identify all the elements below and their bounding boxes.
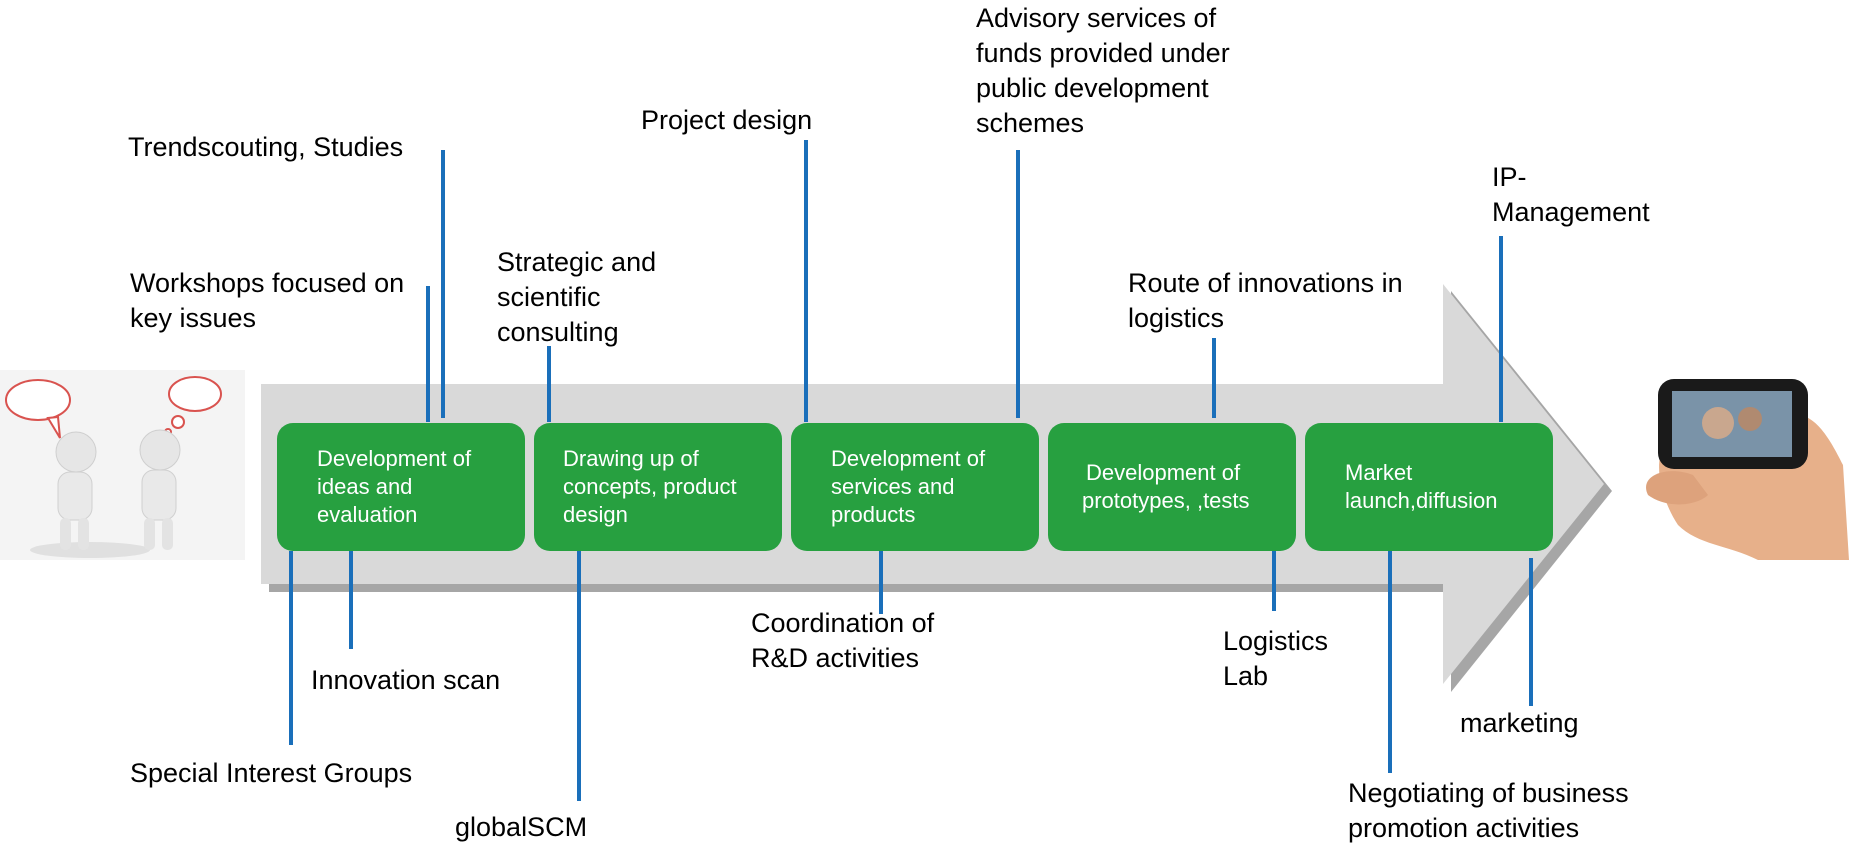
label-line: schemes (976, 108, 1085, 138)
label-logistics-lab: Logistics Lab (1223, 624, 1328, 694)
connector-trendscouting (441, 150, 445, 418)
stage-services-products: Development of services and products (791, 423, 1039, 551)
label-line: Special Interest Groups (130, 758, 413, 788)
label-line: Lab (1223, 661, 1269, 691)
label-ip-management: IP- Management (1492, 160, 1650, 230)
label-advisory: Advisory services of funds provided unde… (976, 1, 1230, 141)
stage-text-line: concepts, product (563, 474, 737, 499)
stage-text-line: services and (831, 474, 955, 499)
label-line: Trendscouting, Studies (128, 132, 404, 162)
label-line: Negotiating of business (1348, 778, 1629, 808)
label-strategic: Strategic and scientific consulting (497, 245, 656, 350)
label-line: promotion activities (1348, 813, 1580, 843)
label-route: Route of innovations in logistics (1128, 266, 1403, 336)
connector-advisory (1016, 150, 1020, 418)
connector-project-design (804, 140, 808, 422)
stage-text-line: ideas and (317, 474, 413, 499)
label-trendscouting: Trendscouting, Studies (128, 130, 403, 165)
people-talking-icon (0, 370, 245, 560)
label-line: consulting (497, 317, 619, 347)
stage-text-line: evaluation (317, 502, 418, 527)
connector-ip (1499, 236, 1503, 422)
label-line: Logistics (1223, 626, 1329, 656)
stage-text-line: design (563, 502, 628, 527)
hand-holding-phone-icon (1646, 379, 1849, 560)
connector-marketing (1529, 558, 1533, 706)
stage-text-line: Development of (1086, 460, 1241, 485)
label-coordination: Coordination of R&D activities (751, 606, 934, 676)
stage-ideas-evaluation: Development of ideas and evaluation (277, 423, 525, 551)
label-negotiating: Negotiating of business promotion activi… (1348, 776, 1629, 846)
stage-market-launch: Market launch,diffusion (1305, 423, 1553, 551)
label-line: Management (1492, 197, 1650, 227)
label-line: Innovation scan (311, 665, 501, 695)
label-globalscm: globalSCM (455, 810, 587, 845)
label-line: Workshops focused on (130, 268, 405, 298)
label-line: Advisory services of (976, 3, 1217, 33)
label-line: marketing (1460, 708, 1579, 738)
stage-concepts-design: Drawing up of concepts, product design (534, 423, 782, 551)
connector-globalscm (577, 551, 581, 801)
label-line: Strategic and (497, 247, 657, 277)
connector-route (1212, 338, 1216, 418)
connector-innovation-scan (349, 551, 353, 649)
stage-text-line: Development of (831, 446, 986, 471)
label-line: logistics (1128, 303, 1225, 333)
stage-text-line: Market (1345, 460, 1413, 485)
stage-text-line: Drawing up of (563, 446, 699, 471)
stage-prototypes-tests: Development of prototypes, ,tests (1048, 423, 1296, 551)
connector-logistics-lab (1272, 551, 1276, 611)
connector-strategic (547, 346, 551, 422)
stage-text-line: products (831, 502, 916, 527)
label-project-design: Project design (641, 103, 812, 138)
connector-coordination (879, 548, 883, 614)
label-special-interest: Special Interest Groups (130, 756, 412, 791)
stage-text-line: prototypes, ,tests (1082, 488, 1250, 513)
label-line: Project design (641, 105, 813, 135)
connector-special-interest (289, 551, 293, 745)
stage-text-line: launch,diffusion (1345, 488, 1498, 513)
label-workshops: Workshops focused on key issues (130, 266, 404, 336)
label-line: Route of innovations in (1128, 268, 1403, 298)
stage-text-line: Development of (317, 446, 472, 471)
label-line: scientific (497, 282, 601, 312)
connector-negotiating (1388, 551, 1392, 773)
label-line: Coordination of (751, 608, 935, 638)
label-line: key issues (130, 303, 257, 333)
label-line: funds provided under (976, 38, 1230, 68)
label-line: globalSCM (455, 812, 588, 842)
label-line: public development (976, 73, 1209, 103)
label-innovation-scan: Innovation scan (311, 663, 500, 698)
connector-workshops (426, 286, 430, 422)
label-marketing: marketing (1460, 706, 1579, 741)
label-line: IP- (1492, 162, 1527, 192)
label-line: R&D activities (751, 643, 920, 673)
